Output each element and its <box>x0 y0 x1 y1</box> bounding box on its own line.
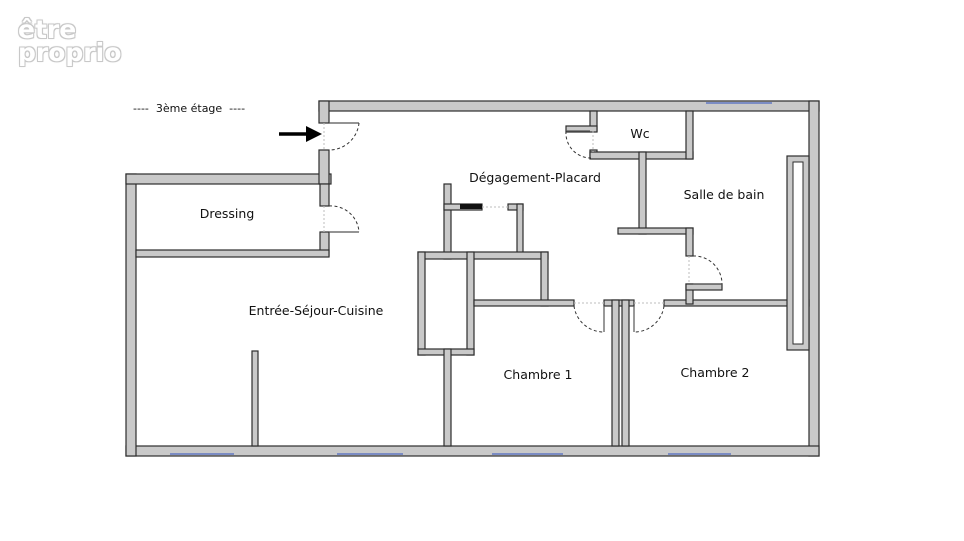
chambre1-door-swing <box>573 305 605 333</box>
room-label-chambre2: Chambre 2 <box>681 365 750 380</box>
dressing-wall-bottom <box>135 249 330 258</box>
chambre2-door-swing <box>633 305 665 333</box>
placard-marker-1 <box>460 204 482 209</box>
room-label-dressing: Dressing <box>200 206 255 221</box>
doors <box>323 122 723 333</box>
watermark-line1: être <box>18 15 77 44</box>
sdb-wall-stub <box>617 227 694 235</box>
watermark-logo: être proprio <box>18 15 122 67</box>
chambre-divider-1 <box>611 299 620 447</box>
room-label-entree: Entrée-Séjour-Cuisine <box>249 303 384 318</box>
entry-door-swing <box>328 122 360 151</box>
dressing-wall-right-upper <box>319 183 330 207</box>
wc-door-swing <box>565 130 592 159</box>
wall-left <box>125 173 137 457</box>
entry-arrow-icon <box>279 126 322 142</box>
windows <box>170 102 772 455</box>
block-wall-inner <box>466 251 475 356</box>
wc-stub <box>565 125 598 133</box>
watermark-line2: proprio <box>18 38 122 67</box>
block-wall-left <box>417 251 426 356</box>
chambre1-wall-left <box>443 348 452 447</box>
block-wall-h1 <box>417 251 549 260</box>
sejour-partition <box>251 350 259 447</box>
sdb-wall-door-stub <box>685 283 723 291</box>
wc-wall-right <box>685 110 694 160</box>
room-label-chambre1: Chambre 1 <box>504 367 573 382</box>
sdb-door-swing <box>692 255 723 285</box>
central-block <box>417 183 549 447</box>
room-label-degagement: Dégagement-Placard <box>469 170 601 185</box>
wall-entry-stub-upper <box>318 100 330 124</box>
corridor-walls <box>473 299 810 447</box>
sdb-wall-door-side-upper <box>685 227 694 257</box>
wall-step-top <box>125 173 332 185</box>
placard-wall-left <box>443 183 452 260</box>
placard-wall-right <box>516 203 524 255</box>
outer-walls <box>125 100 820 457</box>
room-label-wc: Wc <box>630 126 649 141</box>
sdb-cabinet-inner <box>792 161 804 345</box>
sdb-wall-left <box>638 151 647 235</box>
corridor-wall-left <box>473 299 575 307</box>
wall-right <box>808 100 820 457</box>
room-label-salle-de-bain: Salle de bain <box>684 187 765 202</box>
block-wall-right <box>540 251 549 307</box>
sdb-walls <box>617 151 810 351</box>
dressing-walls <box>135 183 330 258</box>
chambre-divider-2 <box>621 299 630 447</box>
dressing-door-swing <box>328 205 360 233</box>
wall-entry-stub-mid <box>318 149 330 185</box>
floor-label: ---- 3ème étage ---- <box>133 102 245 115</box>
